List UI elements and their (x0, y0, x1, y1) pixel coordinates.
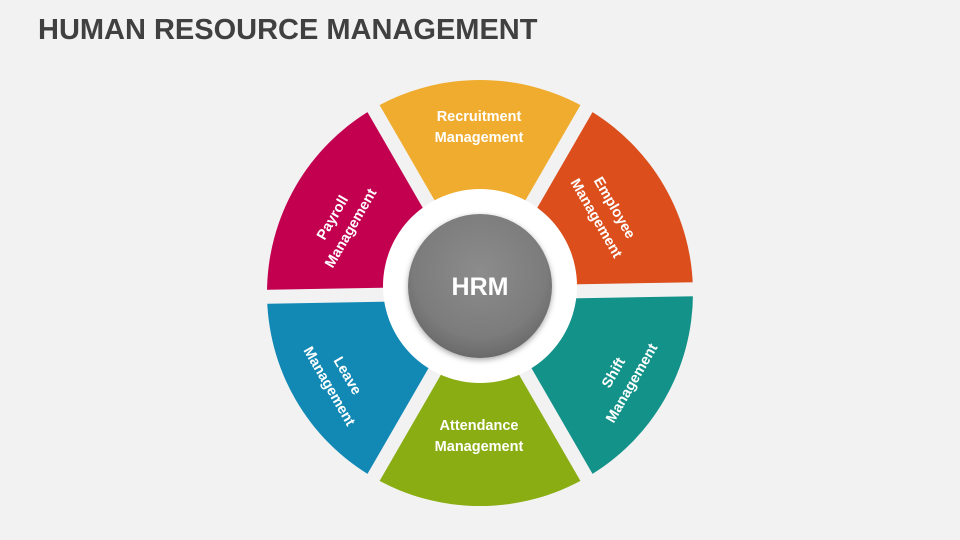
label-attendance: Attendance Management (435, 418, 524, 455)
label-recruitment: Recruitment Management (435, 109, 524, 146)
svg-text:Attendance: Attendance (440, 418, 519, 434)
hub-circle (408, 214, 552, 358)
svg-text:Management: Management (435, 439, 524, 455)
hub-label: HRM (452, 273, 509, 301)
svg-text:Recruitment: Recruitment (437, 109, 522, 125)
svg-text:Management: Management (435, 130, 524, 146)
slide-title: HUMAN RESOURCE MANAGEMENT (38, 14, 538, 46)
